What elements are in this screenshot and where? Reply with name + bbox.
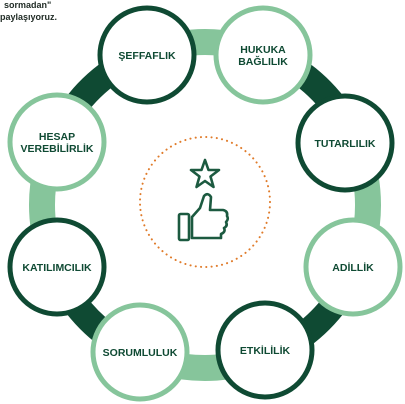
value-node-circle <box>7 217 107 317</box>
value-node-circle <box>303 217 403 317</box>
center-dotted-ring <box>139 136 271 268</box>
value-node-circle <box>215 300 315 400</box>
value-node: ADİLLİK <box>303 217 403 317</box>
star-thumbs-up-icon <box>177 158 230 242</box>
intro-line-2: paylaşıyoruz. <box>0 12 58 22</box>
value-node-label: KATILIMCILIK <box>22 262 92 274</box>
intro-line-1: sormadan" <box>4 0 52 10</box>
value-node: TUTARLILIK <box>295 93 395 193</box>
cycle-arrows <box>27 25 383 383</box>
value-node: ETKİLİLİK <box>215 300 315 400</box>
value-node-circle <box>295 93 395 193</box>
value-node-label: TUTARLILIK <box>314 138 375 150</box>
value-node-label: ADİLLİK <box>332 261 374 274</box>
value-node: SORUMLULUK <box>90 302 190 402</box>
value-node-circle <box>90 302 190 402</box>
value-node-label: ŞEFFAFLIK <box>118 50 176 62</box>
value-node: ŞEFFAFLIK <box>97 5 197 105</box>
value-node-label: SORUMLULUK <box>103 347 178 359</box>
value-node-label: ETKİLİLİK <box>240 344 291 357</box>
value-node-circle <box>213 5 313 105</box>
value-node-circle <box>97 5 197 105</box>
value-node-circle <box>7 92 107 192</box>
value-node: KATILIMCILIK <box>7 217 107 317</box>
intro-text: sormadan" paylaşıyoruz. <box>0 0 57 36</box>
